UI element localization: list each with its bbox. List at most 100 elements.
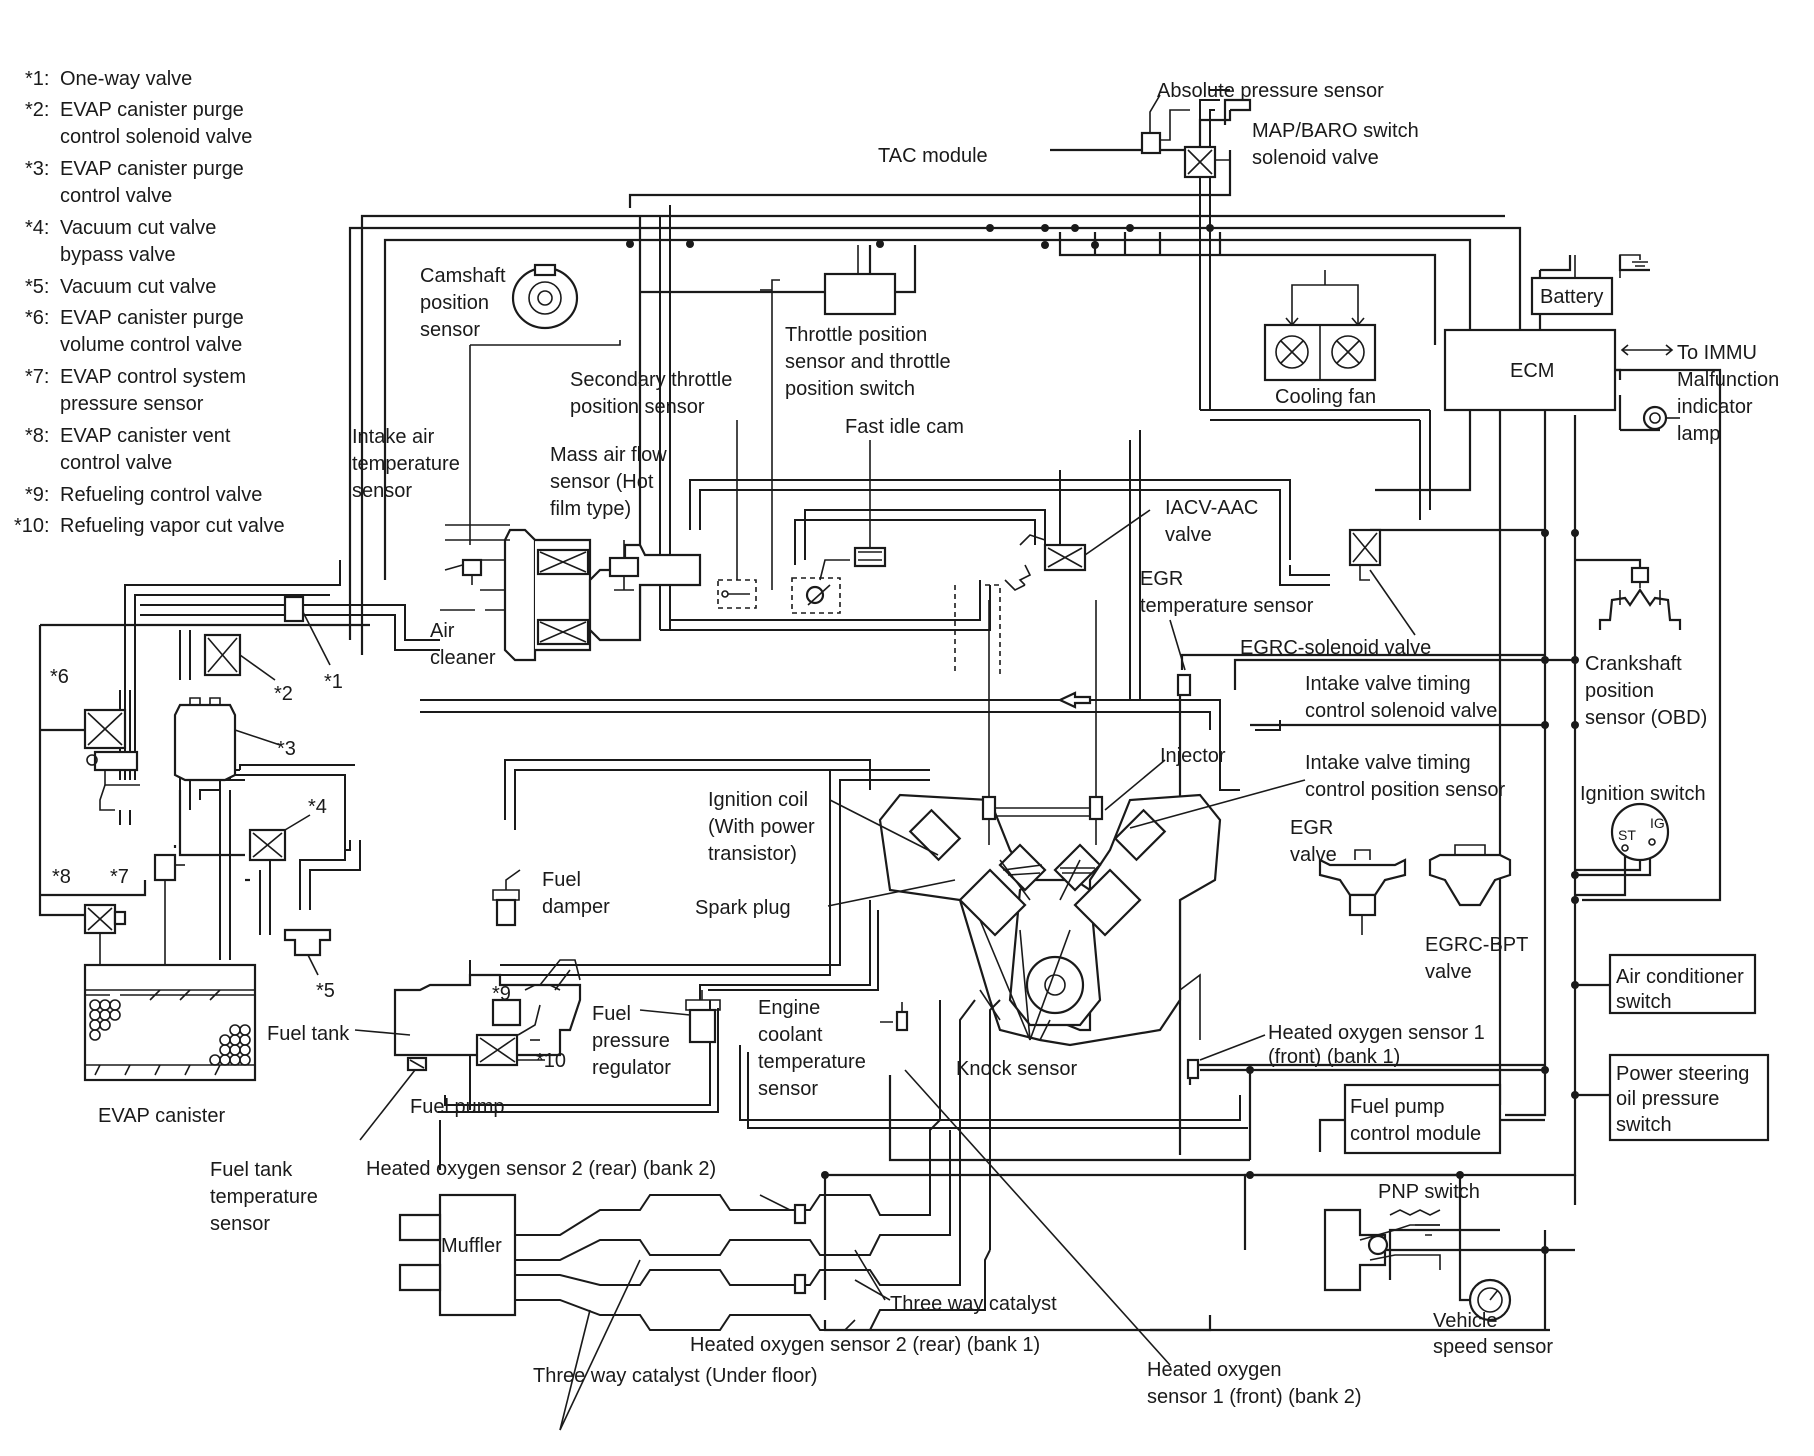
label-ftt-3: sensor — [210, 1213, 270, 1235]
label-ho2s2-b1: Heated oxygen sensor 2 (rear) (bank 1) — [690, 1334, 1040, 1356]
label-ign-coil-1: Ignition coil — [708, 789, 808, 811]
label-tps-1: Throttle position — [785, 324, 927, 346]
leader-lines — [354, 759, 1306, 1431]
label-crank-2: position — [1585, 680, 1654, 702]
label-abs-pressure: Absolute pressure sensor — [1157, 80, 1384, 102]
legend-text-7a: EVAP control system — [60, 366, 246, 388]
label-star4: *4 — [308, 796, 327, 818]
label-star5: *5 — [316, 980, 335, 1002]
label-ect-3: temperature — [758, 1051, 866, 1073]
air-conditioner-switch: Air conditioner switch — [1608, 953, 1757, 1015]
cooling-fan — [1263, 270, 1377, 382]
label-ign-coil-3: transistor) — [708, 843, 797, 865]
fuel-damper — [492, 869, 521, 927]
label-egr-temp-2: temperature sensor — [1140, 595, 1314, 617]
label-cam-2: position — [420, 292, 489, 314]
camshaft-position-sensor — [469, 263, 621, 545]
legend-key-8: *8: — [25, 425, 49, 447]
legend-text-6a: EVAP canister purge — [60, 307, 244, 329]
junction-dots — [626, 224, 1579, 1254]
one-way-valve — [283, 595, 331, 666]
label-star8: *8 — [52, 866, 71, 888]
label-pnp: PNP switch — [1378, 1181, 1480, 1203]
egr-temperature-sensor — [1169, 619, 1192, 697]
legend-text-4a: Vacuum cut valve — [60, 217, 216, 239]
label-ect-2: coolant — [758, 1024, 823, 1046]
label-iacv-1: IACV-AAC — [1165, 497, 1258, 519]
fast-idle-cam — [853, 440, 887, 568]
legend-key-6: *6: — [25, 307, 49, 329]
label-star3: *3 — [277, 738, 296, 760]
label-mil-3: lamp — [1677, 423, 1720, 445]
label-fuel-damper-1: Fuel — [542, 869, 581, 891]
fuel-pressure-regulator — [685, 990, 721, 1044]
legend-key-10: *10: — [14, 515, 50, 537]
intake-air-temperature-sensor — [461, 558, 483, 585]
legend-text-8a: EVAP canister vent — [60, 425, 231, 447]
fpcm-label-2: control module — [1350, 1123, 1481, 1145]
label-vss-1: Vehicle — [1433, 1310, 1498, 1332]
legend-text-3a: EVAP canister purge — [60, 158, 244, 180]
legend-text-5: Vacuum cut valve — [60, 276, 216, 298]
secondary-throttle-position-sensor — [717, 420, 757, 609]
label-star6: *6 — [50, 666, 69, 688]
ecm-label: ECM — [1510, 360, 1554, 382]
legend-key-9: *9: — [25, 484, 49, 506]
label-maf-3: film type) — [550, 498, 631, 520]
label-fuel-damper-2: damper — [542, 896, 610, 918]
label-star9: *9 — [492, 983, 511, 1005]
label-ivt-sol-1: Intake valve timing — [1305, 673, 1471, 695]
label-tps-2: sensor and throttle — [785, 351, 951, 373]
ecm: ECM — [1443, 328, 1674, 412]
label-ho2s1-b1-1: Heated oxygen sensor 1 — [1268, 1022, 1485, 1044]
label-ho2s1-b2-1: Heated oxygen — [1147, 1359, 1282, 1381]
tac-module — [823, 245, 897, 316]
label-crank-3: sensor (OBD) — [1585, 707, 1707, 729]
component-labels: Absolute pressure sensor MAP/BARO switch… — [50, 80, 1779, 1408]
fuel-pump-control-module: Fuel pump control module — [1343, 1083, 1502, 1155]
legend-key-1: *1: — [25, 68, 49, 90]
label-map-baro-2: solenoid valve — [1252, 147, 1379, 169]
label-tac: TAC module — [878, 145, 988, 167]
battery-label: Battery — [1540, 286, 1603, 308]
ignition-switch: ST IG — [1610, 802, 1670, 862]
label-fpr-2: pressure — [592, 1030, 670, 1052]
label-iacv-2: valve — [1165, 524, 1212, 546]
egrc-bpt-valve — [1428, 844, 1512, 907]
label-fuel-pump: Fuel pump — [410, 1096, 505, 1118]
label-air-cleaner-2: cleaner — [430, 647, 496, 669]
flow-arrow — [1057, 691, 1092, 709]
power-steering-oil-pressure-switch: Power steering oil pressure switch — [1608, 1053, 1770, 1142]
battery: Battery — [1530, 254, 1648, 316]
label-sec-tps-2: position sensor — [570, 396, 705, 418]
vacuum-cut-valve — [283, 928, 332, 976]
label-fpr-1: Fuel — [592, 1003, 631, 1025]
crankshaft-position-sensor — [1598, 566, 1682, 630]
ignition-switch-st: ST — [1618, 827, 1636, 843]
label-egrc-bpt-1: EGRC-BPT — [1425, 934, 1528, 956]
legend-key-4: *4: — [25, 217, 49, 239]
label-tps-3: position switch — [785, 378, 915, 400]
vehicle-speed-sensor — [1468, 1278, 1512, 1322]
label-ect-1: Engine — [758, 997, 820, 1019]
label-immu: To IMMU — [1677, 342, 1757, 364]
label-egrc-bpt-2: valve — [1425, 961, 1472, 983]
label-twc-floor: Three way catalyst (Under floor) — [533, 1365, 818, 1387]
label-egr-temp-1: EGR — [1140, 568, 1183, 590]
label-fpr-3: regulator — [592, 1057, 671, 1079]
ps-switch-label-3: switch — [1616, 1114, 1672, 1136]
label-ivt-pos-1: Intake valve timing — [1305, 752, 1471, 774]
pnp-switch — [1323, 1208, 1441, 1292]
legend-text-3b: control valve — [60, 185, 172, 207]
label-mil-1: Malfunction — [1677, 369, 1779, 391]
legend-text-1: One-way valve — [60, 68, 192, 90]
label-cam-1: Camshaft — [420, 265, 506, 287]
egrc-solenoid-valve — [1348, 528, 1416, 636]
evap-canister-purge-volume-control-valve — [83, 708, 140, 811]
vacuum-cut-valve-bypass-valve — [248, 814, 311, 862]
legend-text-2b: control solenoid valve — [60, 126, 252, 148]
evap-canister-purge-control-solenoid-valve — [203, 633, 276, 681]
dashed-line — [985, 584, 1001, 675]
legend-key-2: *2: — [25, 99, 49, 121]
label-egr-valve-1: EGR — [1290, 817, 1333, 839]
